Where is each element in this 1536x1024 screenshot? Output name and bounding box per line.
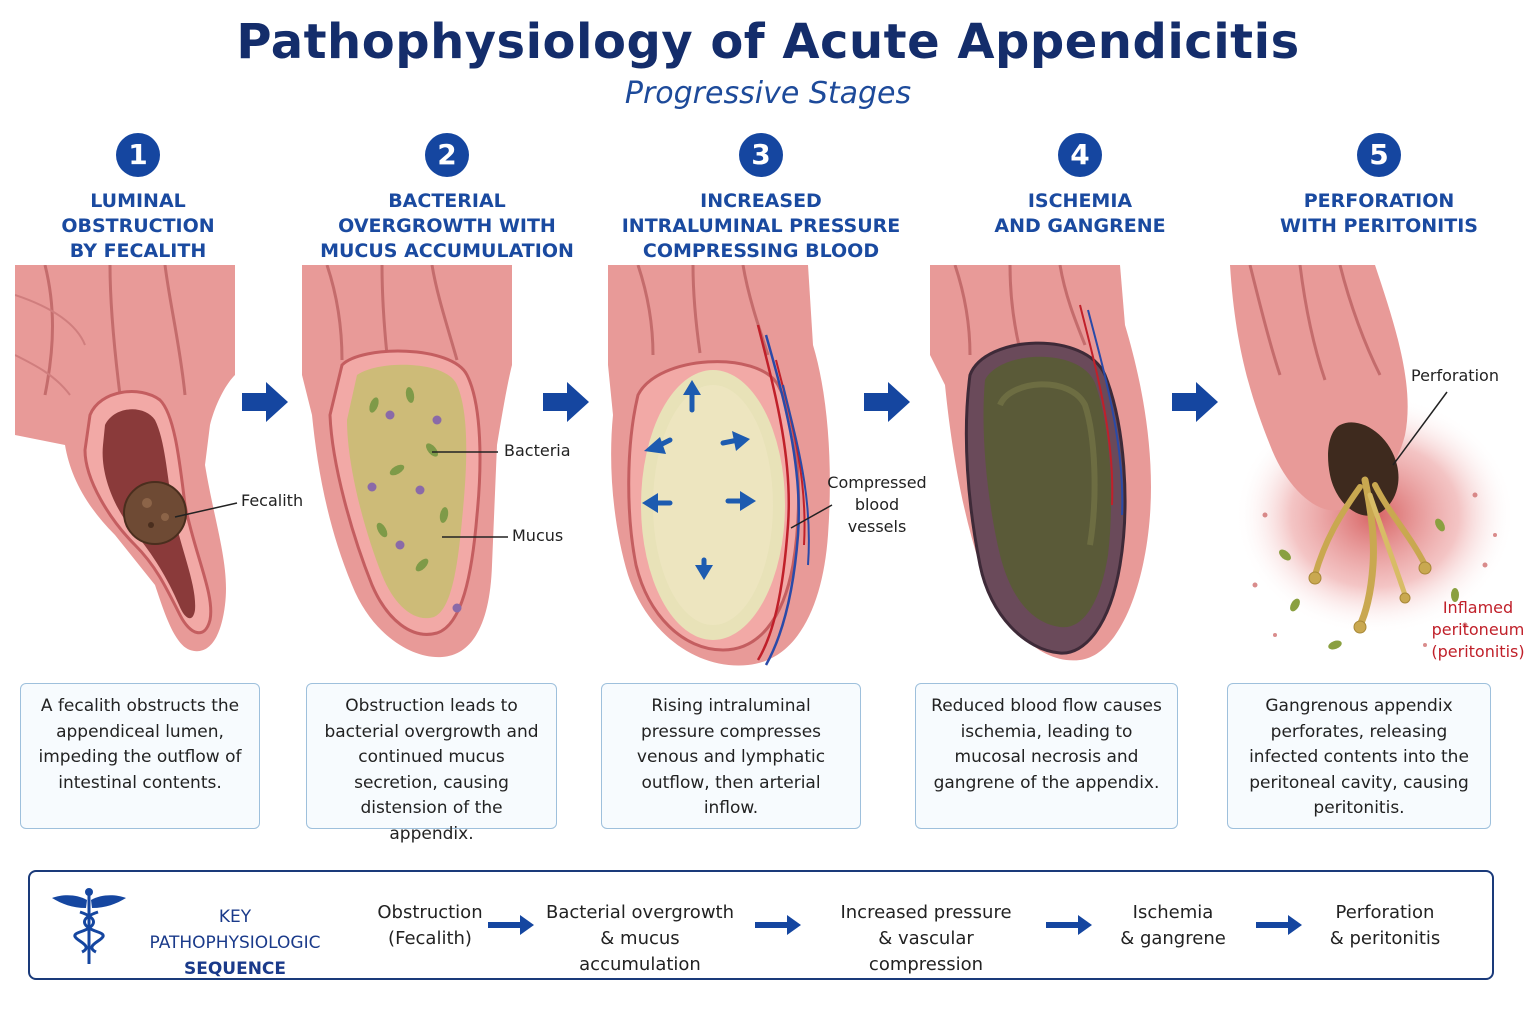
stage-arrow-right-icon [242,382,288,422]
stage-2-header: 2 BACTERIAL OVERGROWTH WITH MUCUS ACCUMU… [297,133,597,264]
stage-4-title-line: ISCHEMIA [1027,190,1133,212]
stage-4-title: ISCHEMIA AND GANGRENE [930,189,1230,239]
stage-4-description-text: Reduced blood flow causes ischemia, lead… [931,696,1162,793]
sequence-arrow-icon [1256,915,1302,935]
callout-line: peritoneum [1431,620,1525,639]
callout-bacteria: Bacteria [504,441,571,460]
stage-5-header: 5 PERFORATION WITH PERITONITIS [1229,133,1529,239]
page-subtitle: Progressive Stages [624,76,912,111]
key-sequence-title: KEY PATHOPHYSIOLOGIC SEQUENCE [135,904,335,982]
stage-3-title-line: INCREASED [700,190,822,212]
sequence-step: Perforation & peritonitis [1320,900,1450,952]
stage-4-description: Reduced blood flow causes ischemia, lead… [915,683,1178,829]
callout-line: Compressed [827,473,927,492]
stage-4-title-line: AND GANGRENE [994,215,1166,237]
stage-4-number-badge: 4 [1058,133,1102,177]
stage-2-title-line: OVERGROWTH WITH [338,215,556,237]
callout-line: blood [854,495,900,514]
page-title: Pathophysiology of Acute Appendicitis [236,14,1300,70]
stage-3-title-line: INTRALUMINAL PRESSURE [621,215,901,237]
key-sequence-panel: KEY PATHOPHYSIOLOGIC SEQUENCE Obstructio… [28,870,1494,980]
stage-1-title-line: BY FECALITH [69,240,207,262]
stage-3-number-badge: 3 [739,133,783,177]
sequence-step: Bacterial overgrowth & mucus accumulatio… [540,900,740,978]
stage-1-illustration [15,265,238,652]
stage-5-description: Gangrenous appendix perforates, releasin… [1227,683,1491,829]
callout-compressed-vessels: Compressed blood vessels [826,472,928,538]
stage-5-title-line: WITH PERITONITIS [1280,215,1478,237]
stage-1-title-line: OBSTRUCTION [61,215,215,237]
sequence-step-line: & peritonitis [1329,928,1441,949]
stage-1-description: A fecalith obstructs the appendiceal lum… [20,683,260,829]
stage-3-illustration [608,265,833,666]
stage-5-description-text: Gangrenous appendix perforates, releasin… [1249,696,1469,818]
key-title-line: KEY PATHOPHYSIOLOGIC [149,907,321,953]
stage-1-number-badge: 1 [116,133,160,177]
sequence-step-line: Ischemia [1132,902,1214,923]
callout-inflamed-peritoneum: Inflamed peritoneum (peritonitis) [1426,597,1530,663]
key-title-line: SEQUENCE [183,959,287,979]
sequence-step-line: Increased pressure [840,902,1012,923]
stage-1-title: LUMINAL OBSTRUCTION BY FECALITH [0,189,288,264]
stage-5-number-badge: 5 [1357,133,1401,177]
stage-arrow-right-icon [543,382,589,422]
sequence-step-line: & mucus accumulation [579,928,701,975]
callout-line: (peritonitis) [1431,642,1525,661]
stage-1-title-line: LUMINAL [90,190,186,212]
stage-4-illustration [930,265,1151,661]
sequence-step-line: & vascular compression [868,928,984,975]
stage-4-header: 4 ISCHEMIA AND GANGRENE [930,133,1230,239]
callout-mucus: Mucus [512,526,564,545]
caduceus-icon [52,888,126,964]
callout-line: Inflamed [1442,598,1514,617]
stage-2-title: BACTERIAL OVERGROWTH WITH MUCUS ACCUMULA… [297,189,597,264]
stage-5-title: PERFORATION WITH PERITONITIS [1229,189,1529,239]
stage-2-title-line: BACTERIAL [388,190,506,212]
callout-line: vessels [847,517,907,536]
stage-2-number-badge: 2 [425,133,469,177]
sequence-arrow-icon [488,915,534,935]
sequence-step-line: & gangrene [1120,928,1226,949]
stage-2-description: Obstruction leads to bacterial overgrowt… [306,683,557,844]
sequence-step: Obstruction (Fecalith) [368,900,492,952]
sequence-step-line: Obstruction [377,902,483,923]
sequence-step: Increased pressure & vascular compressio… [820,900,1032,978]
stage-arrow-right-icon [864,382,910,422]
sequence-arrow-icon [1046,915,1092,935]
stage-3-description-text: Rising intraluminal pressure compresses … [636,696,826,818]
stage-2-title-line: MUCUS ACCUMULATION [320,240,574,262]
sequence-arrow-icon [755,915,801,935]
sequence-step-line: (Fecalith) [388,928,472,949]
sequence-step-line: Bacterial overgrowth [545,902,734,923]
stage-5-illustration [1230,265,1510,650]
stage-arrow-right-icon [1172,382,1218,422]
stage-3-description: Rising intraluminal pressure compresses … [601,683,861,829]
stage-1-header: 1 LUMINAL OBSTRUCTION BY FECALITH [0,133,288,264]
callout-perforation: Perforation [1411,366,1499,385]
sequence-step-line: Perforation [1335,902,1435,923]
sequence-step: Ischemia & gangrene [1110,900,1236,952]
stage-5-title-line: PERFORATION [1303,190,1455,212]
stage-2-description-text: Obstruction leads to bacterial overgrowt… [324,696,539,844]
stage-1-description-text: A fecalith obstructs the appendiceal lum… [38,696,242,793]
callout-fecalith: Fecalith [241,491,304,510]
stage-2-illustration [302,265,512,658]
